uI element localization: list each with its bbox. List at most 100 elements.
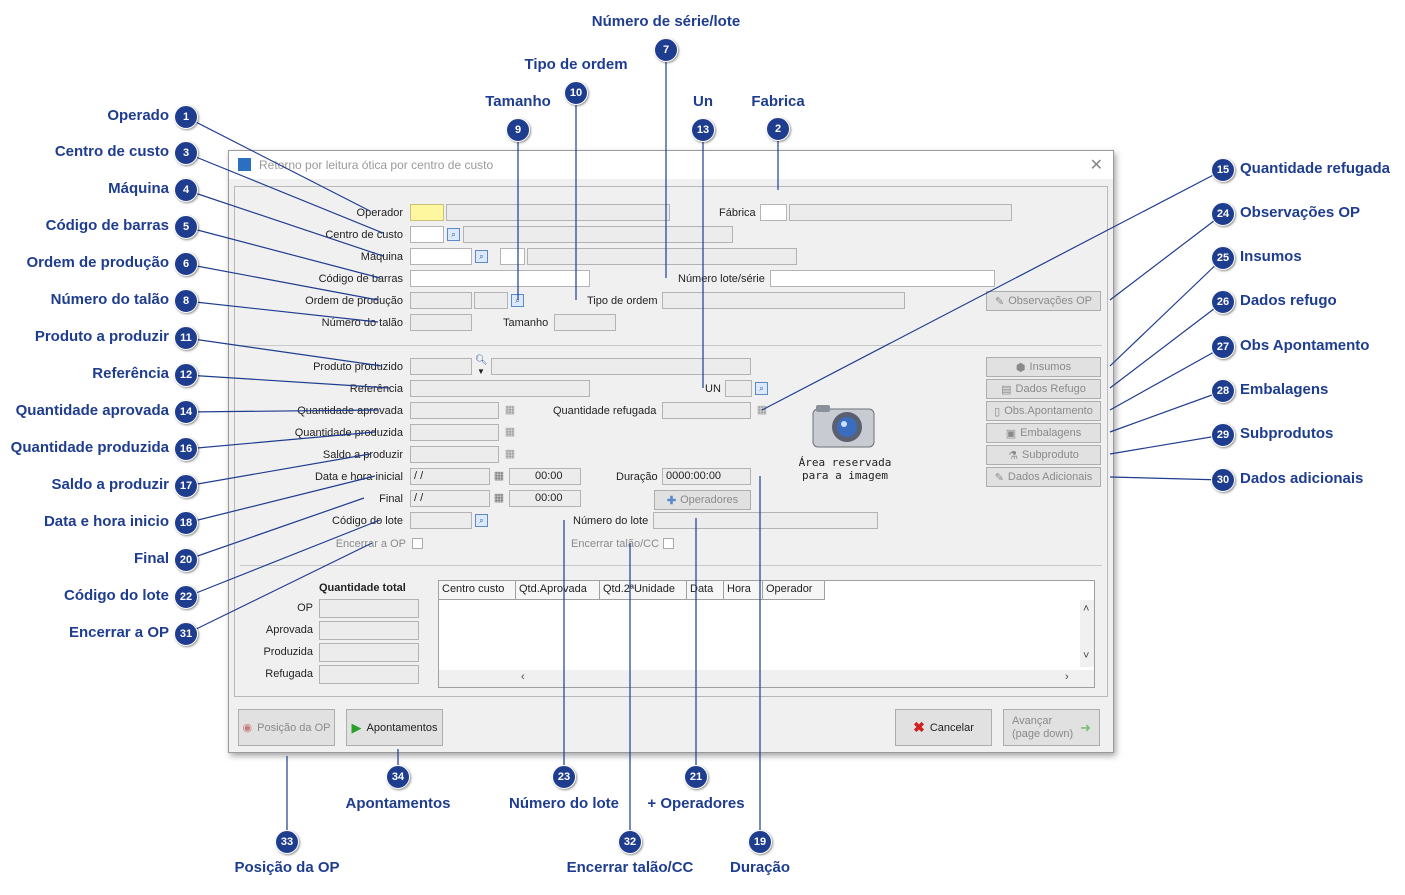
callout-badge-34: 34 [386,765,410,789]
vertical-scrollbar[interactable]: ˄ ˅ [1080,600,1094,667]
callout-label-5: Código de barras [45,217,169,234]
operadores-button[interactable]: ✚Operadores [654,490,751,510]
un-input[interactable] [725,380,752,397]
observacoes-op-button[interactable]: ✎Observações OP [986,291,1101,311]
duracao-field: 0000:00:00 [662,468,751,485]
callout-label-29: Subprodutos [1240,425,1334,442]
calculator-icon[interactable]: ▦ [504,426,516,438]
dialog-window: Retorno por leitura ótica por centro de … [228,150,1114,753]
package-icon: ▣ [1005,427,1017,440]
search-icon[interactable]: 🔍︎ [475,355,488,366]
posicao-op-button[interactable]: ◉Posição da OP [238,709,335,746]
callout-badge-11: 11 [174,326,198,350]
cancelar-button[interactable]: ✖Cancelar [895,709,992,746]
data-inicial-input[interactable]: / / [410,468,490,485]
search-icon[interactable]: ⌕ [755,382,768,395]
calculator-icon[interactable]: ▦ [504,448,516,460]
callout-badge-13: 13 [691,118,715,142]
close-icon[interactable]: ✕ [1089,157,1103,174]
total-refugada-label: Refugada [265,668,313,680]
qtd-refugada-label: Quantidade refugada [553,405,657,417]
tamanho-field [554,314,616,331]
callout-badge-22: 22 [174,585,198,609]
callout-badge-29: 29 [1211,423,1235,447]
grid-header-qtd-2-unidade[interactable]: Qtd.2ªUnidade [600,581,687,600]
ordem-producao-seq-input[interactable] [474,292,508,309]
dados-adicionais-button[interactable]: ✎Dados Adicionais [986,467,1101,487]
maquina-sub-input[interactable] [500,248,525,265]
scroll-down-icon[interactable]: ˅ [1083,650,1090,662]
numero-lote-serie-input[interactable] [770,270,995,287]
calendar-icon[interactable]: ▦ [493,492,505,504]
hora-inicial-input[interactable]: 00:00 [509,468,581,485]
search-icon[interactable]: ⌕ [475,514,488,527]
codigo-barras-input[interactable] [410,270,590,287]
grid-header-qtd-aprovada[interactable]: Qtd.Aprovada [516,581,600,600]
grid-header-hora[interactable]: Hora [724,581,763,600]
codigo-lote-input[interactable] [410,512,472,529]
numero-lote-label: Número do lote [573,515,649,527]
callout-label-13: Un [693,93,713,110]
numero-lote-field [653,512,878,529]
referencia-field [410,380,590,397]
scroll-left-icon[interactable]: ‹ [521,671,525,683]
apontamentos-grid[interactable]: Centro custo Qtd.Aprovada Qtd.2ªUnidade … [438,580,1095,688]
produto-produzido-label: Produto produzido [313,361,403,373]
callout-badge-8: 8 [174,289,198,313]
dados-refugo-button[interactable]: ▤Dados Refugo [986,379,1101,399]
un-label: UN [705,383,721,395]
scroll-right-icon[interactable]: › [1065,671,1069,683]
scroll-up-icon[interactable]: ˄ [1083,603,1090,615]
dados-adicionais-label: Dados Adicionais [1007,471,1093,483]
callout-badge-24: 24 [1211,202,1235,226]
callout-label-12: Referência [92,365,169,382]
callout-label-14: Quantidade aprovada [15,402,169,419]
hora-final-input[interactable]: 00:00 [509,490,581,507]
callout-label-2: Fabrica [751,93,805,110]
play-icon: ▶ [351,719,362,735]
horizontal-scrollbar[interactable]: ‹ › [439,670,1094,687]
calculator-icon[interactable]: ▦ [504,404,516,416]
total-produzida-field [319,643,419,662]
operador-code-input[interactable] [410,204,444,221]
search-icon[interactable]: ⌕ [511,294,524,307]
data-final-input[interactable]: / / [410,490,490,507]
encerrar-op-checkbox[interactable] [412,538,423,549]
avancar-button[interactable]: Avançar (page down) ➜ [1003,709,1100,746]
calendar-icon[interactable]: ▦ [493,470,505,482]
grid-header-operador[interactable]: Operador [763,581,825,600]
produto-produzido-input[interactable] [410,358,472,375]
apontamentos-button[interactable]: ▶Apontamentos [346,709,443,746]
grid-header-centro-custo[interactable]: Centro custo [439,581,516,600]
qtd-refugada-input[interactable] [662,402,751,419]
callout-label-26: Dados refugo [1240,292,1337,309]
encerrar-talao-checkbox[interactable] [663,538,674,549]
callout-label-7: Número de série/lote [591,13,741,30]
subproduto-button[interactable]: ⚗Subproduto [986,445,1101,465]
callout-label-27: Obs Apontamento [1240,337,1370,354]
callout-label-23: Número do lote [508,795,620,812]
window-title: Retorno por leitura ótica por centro de … [259,158,494,172]
search-icon[interactable]: ⌕ [475,250,488,263]
cancelar-label: Cancelar [929,721,974,734]
callout-label-32: Encerrar talão/CC [566,859,694,876]
callout-badge-14: 14 [174,400,198,424]
maquina-input[interactable] [410,248,472,265]
numero-talao-input[interactable] [410,314,472,331]
fabrica-code-input[interactable] [760,204,787,221]
search-icon[interactable]: ⌕ [447,228,460,241]
callout-label-6: Ordem de produção [26,254,169,271]
dropdown-arrow-icon[interactable]: ▼ [477,367,485,376]
qtd-aprovada-input[interactable] [410,402,499,419]
callout-label-10: Tipo de ordem [524,56,628,73]
centro-custo-input[interactable] [410,226,444,243]
insumos-button[interactable]: ⬢Insumos [986,357,1101,377]
obs-apontamento-button[interactable]: ▯Obs.Apontamento [986,401,1101,421]
total-op-field [319,599,419,618]
qtd-aprovada-label: Quantidade aprovada [297,405,403,417]
data-hora-inicial-label: Data e hora inicial [314,471,403,483]
embalagens-button[interactable]: ▣Embalagens [986,423,1101,443]
ordem-producao-input[interactable] [410,292,472,309]
divider [240,345,1102,346]
total-aprovada-field [319,621,419,640]
